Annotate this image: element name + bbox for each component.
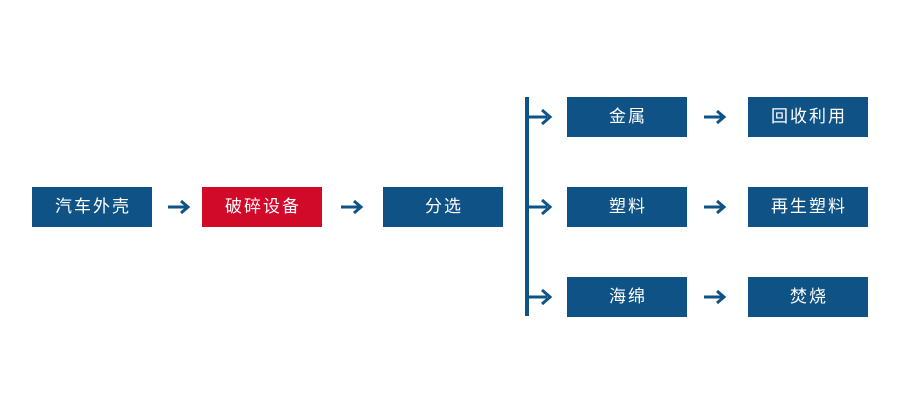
arrow-right-icon-plastic-to-regen	[703, 194, 729, 220]
node-sorting[interactable]: 分选	[383, 187, 503, 227]
node-car-shell[interactable]: 汽车外壳	[32, 187, 152, 227]
node-label: 海绵	[609, 286, 647, 307]
node-label: 汽车外壳	[55, 196, 131, 217]
arrow-right-icon-shell-to-crusher	[167, 194, 193, 220]
node-crusher[interactable]: 破碎设备	[202, 187, 322, 227]
node-label: 回收利用	[771, 106, 847, 127]
node-label: 破碎设备	[225, 196, 301, 217]
arrow-right-icon-sponge-to-incinerate	[703, 284, 729, 310]
node-label: 分选	[425, 196, 463, 217]
node-sponge[interactable]: 海绵	[567, 277, 687, 317]
arrow-right-icon-crusher-to-sorting	[340, 194, 366, 220]
node-label: 塑料	[609, 196, 647, 217]
node-plastic[interactable]: 塑料	[567, 187, 687, 227]
node-label: 焚烧	[790, 286, 828, 307]
branch-arrow-right-icon-metal	[525, 105, 555, 129]
node-incineration[interactable]: 焚烧	[748, 277, 868, 317]
branch-arrow-right-icon-plastic	[525, 195, 555, 219]
branch-arrow-right-icon-sponge	[525, 285, 555, 309]
arrow-right-icon-metal-to-recycle	[703, 104, 729, 130]
node-label: 金属	[609, 106, 647, 127]
node-regen-plastic[interactable]: 再生塑料	[748, 187, 868, 227]
node-label: 再生塑料	[771, 196, 847, 217]
node-recycle-reuse[interactable]: 回收利用	[748, 97, 868, 137]
node-metal[interactable]: 金属	[567, 97, 687, 137]
